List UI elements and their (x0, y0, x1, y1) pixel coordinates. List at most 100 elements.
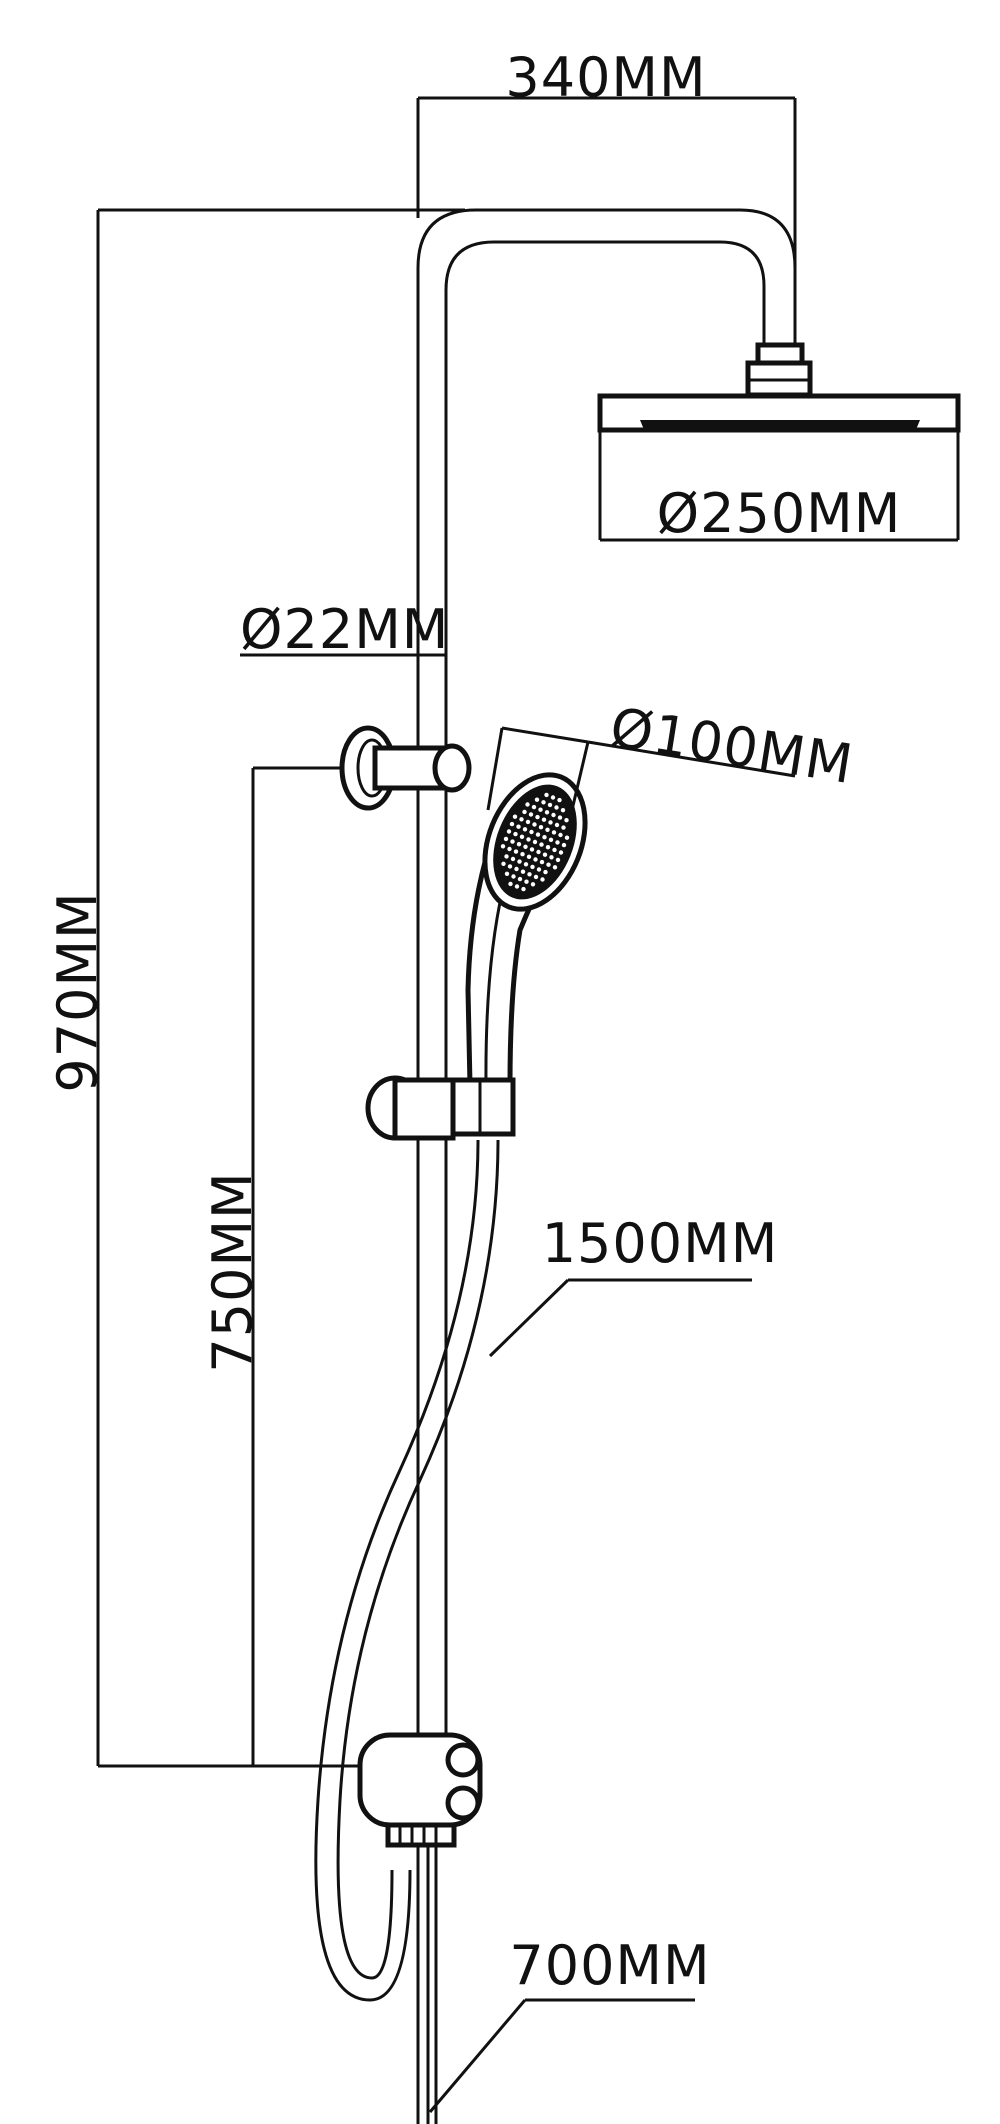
nozzle-dot (551, 812, 556, 818)
nozzle-dot (529, 829, 534, 835)
dimension-pipe-diameter: Ø22MM (240, 598, 449, 690)
nozzle-dot (552, 847, 557, 853)
nozzle-dot (557, 815, 563, 820)
nozzle-dot (558, 832, 563, 838)
sliding-holder (365, 1075, 516, 1141)
nozzle-dot (550, 795, 556, 800)
nozzle-dot (517, 859, 522, 864)
dimension-label-hand-shower-diameter: Ø100MM (606, 696, 858, 797)
dimension-label-rain-head-diameter: Ø250MM (657, 482, 902, 545)
nozzle-dot (538, 807, 543, 812)
shower-hose: 1500MM (314, 1139, 777, 2002)
nozzle-dot (554, 805, 559, 810)
nozzle-dot (530, 864, 535, 870)
hand-shower-nozzles (500, 792, 570, 892)
rain-shower-head: Ø250MM (597, 342, 961, 545)
nozzle-dot (560, 808, 566, 813)
nozzle-dot (508, 881, 513, 887)
nozzle-dot (535, 814, 540, 820)
nozzle-dot (522, 809, 527, 815)
dimension-lower-pipe: 700MM (428, 1934, 710, 2113)
nozzle-dot (538, 825, 544, 830)
dimension-holder-height: 750MM (201, 766, 345, 1766)
nozzle-dot (564, 818, 569, 823)
nozzle-dot (535, 832, 541, 837)
nozzle-dot (543, 869, 548, 875)
nozzle-dot (520, 852, 525, 857)
nozzle-dot (504, 871, 510, 876)
nozzle-dot (525, 819, 531, 825)
nozzle-dot (545, 845, 551, 850)
nozzle-dot (532, 839, 538, 845)
nozzle-dot (541, 800, 546, 805)
dimension-label-holder-height: 750MM (201, 1171, 264, 1372)
nozzle-dot (524, 879, 529, 884)
dimension-top-width: 340MM (416, 46, 797, 330)
nozzle-dot (526, 837, 531, 842)
nozzle-dot (517, 876, 523, 882)
nozzle-dot (548, 837, 554, 842)
diverter-connector (357, 1732, 483, 1848)
nozzle-dot (539, 842, 544, 847)
nozzle-dot (523, 862, 529, 867)
nozzle-dot (510, 856, 516, 862)
nozzle-dot (554, 822, 560, 828)
nozzle-dot (506, 829, 512, 834)
nozzle-dot (501, 861, 506, 866)
nozzle-dot (564, 835, 570, 840)
nozzle-dot (529, 847, 535, 852)
nozzle-dot (525, 802, 530, 807)
dimension-label-total-height: 970MM (46, 891, 109, 1092)
nozzle-dot (542, 852, 548, 857)
dimension-total-height: 970MM (46, 208, 465, 1768)
nozzle-dot (540, 877, 545, 882)
nozzle-dot (526, 854, 532, 859)
nozzle-dot (561, 825, 566, 830)
nozzle-dot (523, 844, 528, 849)
nozzle-dot (513, 831, 518, 837)
nozzle-dot (555, 857, 561, 863)
nozzle-dot (500, 844, 506, 849)
riser-pipe (416, 208, 797, 2124)
nozzle-dot (513, 849, 519, 854)
nozzle-dot (549, 855, 554, 860)
nozzle-dot (551, 830, 557, 835)
nozzle-dot (561, 842, 567, 848)
nozzle-dot (536, 867, 542, 872)
nozzle-dot (546, 862, 551, 867)
nozzle-dot (552, 865, 558, 870)
nozzle-dot (512, 814, 518, 819)
nozzle-dot (514, 866, 519, 872)
nozzle-dot (519, 817, 524, 822)
nozzle-dot (531, 804, 537, 810)
nozzle-dot (545, 827, 550, 832)
nozzle-dot (548, 820, 553, 825)
nozzle-dot (527, 872, 532, 877)
nozzle-dot (539, 859, 545, 865)
nozzle-dot (547, 802, 553, 808)
hand-shower: Ø100MM (465, 696, 858, 1088)
dimension-label-pipe-diameter: Ø22MM (240, 598, 449, 661)
nozzle-dot (532, 822, 537, 827)
nozzle-dot (544, 810, 550, 815)
nozzle-dot (520, 869, 526, 874)
nozzle-dot (542, 835, 547, 840)
nozzle-dot (510, 839, 515, 844)
nozzle-dot (509, 821, 515, 827)
nozzle-dot (519, 834, 525, 839)
nozzle-dot (533, 857, 538, 862)
nozzle-dot (514, 884, 520, 889)
upper-wall-bracket (339, 725, 472, 811)
nozzle-dot (516, 824, 521, 829)
nozzle-dot (507, 846, 512, 852)
nozzle-dot (511, 874, 516, 879)
nozzle-dot (555, 840, 560, 845)
nozzle-dot (503, 836, 509, 842)
nozzle-dot (534, 797, 540, 802)
nozzle-dot (521, 886, 526, 892)
nozzle-dot (544, 792, 549, 798)
nozzle-dot (533, 874, 539, 880)
nozzle-dot (536, 849, 541, 855)
dimension-label-top-width: 340MM (505, 46, 706, 109)
